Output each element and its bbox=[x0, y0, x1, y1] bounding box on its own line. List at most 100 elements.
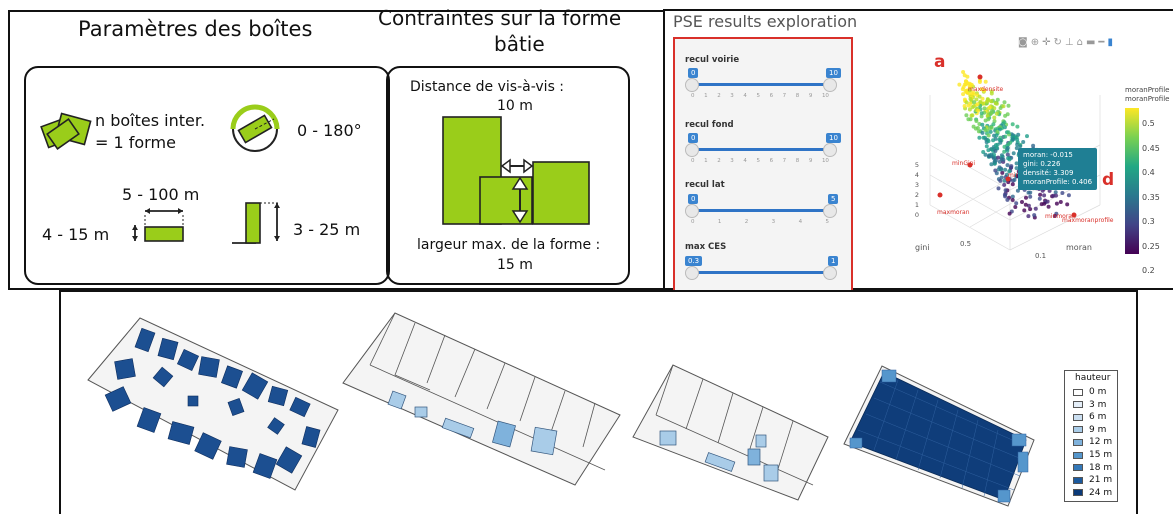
scatter-point[interactable] bbox=[1007, 169, 1012, 174]
scatter-point[interactable] bbox=[983, 152, 988, 157]
scatter-point[interactable] bbox=[1018, 144, 1023, 149]
scatter-point[interactable] bbox=[1031, 143, 1036, 148]
scatter-point[interactable] bbox=[961, 70, 966, 74]
scatter-point[interactable] bbox=[1052, 214, 1057, 218]
scatter-point[interactable] bbox=[999, 167, 1004, 172]
scatter-point[interactable] bbox=[1002, 144, 1007, 149]
scatter-point[interactable] bbox=[1011, 151, 1016, 156]
scatter-point[interactable] bbox=[988, 129, 993, 134]
scatter-point[interactable] bbox=[994, 111, 999, 116]
zoom-icon[interactable]: ⊕ bbox=[1030, 37, 1043, 48]
scatter-point[interactable] bbox=[983, 79, 988, 84]
scatter-point[interactable] bbox=[976, 129, 981, 134]
scatter-point[interactable] bbox=[989, 110, 994, 115]
scatter-point[interactable] bbox=[986, 148, 991, 153]
scatter-point[interactable] bbox=[977, 94, 982, 99]
scatter-point[interactable] bbox=[964, 79, 969, 84]
scatter-point[interactable] bbox=[1015, 124, 1020, 129]
plotly-logo-icon[interactable]: ▮ bbox=[1107, 37, 1116, 48]
scatter-point[interactable] bbox=[1002, 192, 1007, 197]
scatter-point[interactable] bbox=[989, 152, 994, 157]
scatter-point[interactable] bbox=[980, 130, 985, 135]
slider-recul-voirie[interactable] bbox=[691, 83, 829, 86]
scatter-point[interactable] bbox=[998, 178, 1003, 183]
scatter-point[interactable] bbox=[996, 186, 1001, 191]
home-icon[interactable]: ⌂ bbox=[1076, 37, 1086, 48]
scatter-point[interactable] bbox=[1020, 200, 1024, 204]
scatter-point[interactable] bbox=[1051, 193, 1056, 198]
scatter-point[interactable] bbox=[991, 138, 996, 143]
scatter-point[interactable] bbox=[1005, 146, 1010, 150]
scatter-point[interactable] bbox=[993, 168, 998, 173]
scatter-point[interactable] bbox=[957, 82, 962, 87]
scatter-point[interactable] bbox=[1054, 201, 1059, 206]
scatter-point[interactable] bbox=[986, 139, 991, 144]
scatter-point[interactable] bbox=[974, 119, 979, 123]
scatter-point[interactable] bbox=[1005, 163, 1010, 168]
scatter-point[interactable] bbox=[1002, 178, 1007, 183]
slider-recul-lat[interactable] bbox=[691, 209, 829, 212]
scatter-point[interactable] bbox=[998, 106, 1003, 110]
scatter-point[interactable] bbox=[1016, 132, 1021, 137]
scatter-point[interactable] bbox=[1028, 194, 1033, 199]
scatter-point[interactable] bbox=[1037, 196, 1042, 201]
slider-handle-min[interactable] bbox=[685, 266, 699, 280]
scatter-point[interactable] bbox=[1022, 208, 1027, 213]
scatter-point[interactable] bbox=[999, 157, 1004, 162]
scatter-point[interactable] bbox=[967, 107, 972, 112]
scatter-point[interactable] bbox=[1015, 137, 1020, 142]
scatter-point[interactable] bbox=[971, 90, 976, 95]
slider-handle-min[interactable] bbox=[685, 204, 699, 218]
scatter-point[interactable] bbox=[964, 113, 969, 118]
scatter-point[interactable] bbox=[1042, 193, 1047, 198]
scatter-point[interactable] bbox=[1010, 194, 1015, 199]
scatter-point[interactable] bbox=[1000, 170, 1005, 175]
scatter-point[interactable] bbox=[997, 127, 1002, 132]
scatter-point[interactable] bbox=[992, 119, 997, 124]
scatter-point[interactable] bbox=[968, 101, 973, 106]
scatter-point[interactable] bbox=[1009, 164, 1014, 169]
scatter-point[interactable] bbox=[967, 88, 972, 93]
scatter-point[interactable] bbox=[1002, 182, 1007, 187]
scatter-point[interactable] bbox=[1033, 206, 1038, 211]
scatter-point[interactable] bbox=[982, 106, 987, 111]
scatter-point[interactable] bbox=[1025, 134, 1029, 139]
scatter-point[interactable] bbox=[964, 100, 969, 105]
scatter-point[interactable] bbox=[1003, 134, 1008, 139]
scatter-point[interactable] bbox=[979, 114, 984, 119]
slider-handle-max[interactable] bbox=[823, 204, 837, 218]
scatter-point[interactable] bbox=[1005, 152, 1010, 157]
scatter-point[interactable] bbox=[1015, 142, 1020, 147]
scatter-point[interactable] bbox=[992, 115, 997, 120]
scatter-point[interactable] bbox=[985, 97, 990, 102]
scatter-point[interactable] bbox=[996, 155, 1001, 160]
scatter-point[interactable] bbox=[976, 108, 981, 113]
scatter-point[interactable] bbox=[989, 125, 994, 130]
scatter-point[interactable] bbox=[1058, 200, 1063, 204]
slider-recul-fond[interactable] bbox=[691, 148, 829, 151]
scatter-point[interactable] bbox=[989, 91, 994, 96]
scatter-point[interactable] bbox=[989, 162, 994, 167]
scatter-point[interactable] bbox=[1024, 195, 1028, 200]
scatter-point[interactable] bbox=[1011, 137, 1016, 142]
scatter-point[interactable] bbox=[978, 99, 983, 104]
scatter-point[interactable] bbox=[1028, 207, 1033, 212]
scatter-point[interactable] bbox=[1010, 122, 1015, 127]
scatter-point[interactable] bbox=[1008, 140, 1013, 145]
scatter-point[interactable] bbox=[1021, 140, 1026, 144]
scatter-point[interactable] bbox=[993, 149, 998, 153]
scatter-point[interactable] bbox=[995, 130, 1000, 134]
scatter-point[interactable] bbox=[972, 100, 977, 105]
scatter-point[interactable] bbox=[995, 97, 1000, 102]
toggle-spikelines-icon[interactable]: ━ bbox=[1098, 37, 1108, 48]
scatter-point[interactable] bbox=[962, 104, 967, 108]
scatter-point[interactable] bbox=[1053, 190, 1058, 195]
scatter-point[interactable] bbox=[1007, 211, 1012, 216]
scatter-point[interactable] bbox=[1014, 146, 1019, 151]
scatter-point[interactable] bbox=[983, 128, 988, 132]
scatter-point[interactable] bbox=[961, 85, 966, 90]
scatter-point[interactable] bbox=[1026, 214, 1031, 219]
scatter-point[interactable] bbox=[1014, 161, 1019, 166]
slider-handle-max[interactable] bbox=[823, 78, 837, 92]
scatter-point[interactable] bbox=[970, 105, 975, 110]
